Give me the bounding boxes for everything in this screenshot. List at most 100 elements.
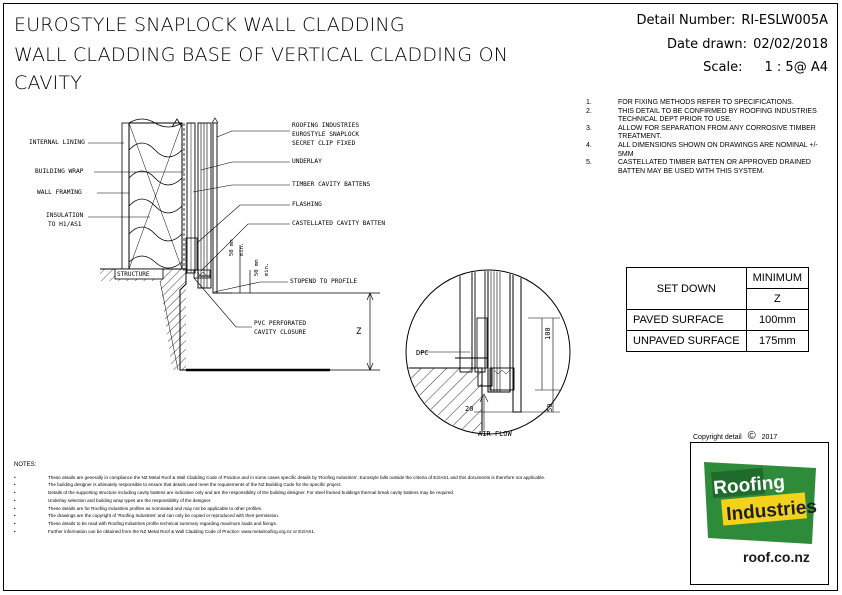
label-cladding: ROOFING INDUSTRIES EUROSTYLE SNAPLOCK SE… [292,121,359,148]
dimension-lines [213,245,380,371]
general-note-item: • Details of the supporting structure inc… [14,489,584,497]
general-note-text: These details are for Roofing Industries… [48,505,263,511]
general-note-text: These details to be read with Roofing In… [48,520,278,526]
note-number: 2. [586,107,592,115]
bullet-icon: • [14,490,16,496]
logo-website: roof.co.nz [743,549,810,565]
date-drawn: Date drawn: 02/02/2018 [667,37,828,52]
label-dim-50: 50 [546,403,554,412]
date-drawn-label: Date drawn: [667,37,748,52]
drawing-sheet [3,3,838,591]
dim-min-text: min. [239,242,245,256]
label-airflow: AIR FLOW [478,430,512,438]
label-dim-z: Z [356,327,362,337]
detail-number-label: Detail Number: [636,13,736,28]
bullet-icon: • [14,482,16,488]
detail-number-value: RI-ESLW005A [741,13,828,28]
scale-label: Scale: [703,60,743,75]
label-timber-battens: TIMBER CAVITY BATTENS [292,181,371,188]
numbered-notes: 1. For fixing methods refer to specificat… [586,99,826,176]
general-note-text: Details of the supporting structure incl… [48,490,455,496]
title-line-3: CAVITY [14,72,83,94]
bullet-icon: • [14,513,16,519]
detail-number: Detail Number: RI-ESLW005A [637,13,828,28]
general-note-item: • The drawings are the copyright of 'Roof… [14,512,584,520]
label-dim-100: 100 [544,327,552,340]
label-dim-min-a: 50 mm [229,239,235,256]
general-note-item: • These details to be read with Roofing I… [14,520,584,528]
dim-min-text: 50 mm [254,259,260,276]
note-item: 1. For fixing methods refer to specificat… [586,99,826,108]
note-item: 3. Allow for separation from any corrosiv… [586,125,826,142]
label-cladding-line: EUROSTYLE SNAPLOCK [292,131,360,138]
note-number: 3. [586,124,592,132]
scale: Scale: 1 : 5@ A4 [703,60,828,75]
label-building-wrap: BUILDING WRAP [35,168,84,175]
label-internal-lining: INTERNAL LINING [29,139,85,146]
note-number: 4. [586,141,592,149]
label-underlay: UNDERLAY [292,158,322,165]
dim-min-text: 50 mm [229,239,235,256]
cladding-assembly [185,117,219,294]
insulation-batts [128,118,183,269]
note-text: Allow for separation from any corrosive … [618,124,816,141]
label-flashing: FLASHING [292,201,322,208]
note-item: 2.This detail to be confirmed by Roofing… [586,108,826,125]
label-insulation: INSULATION [46,212,84,219]
general-note-text: Further information can be obtained from… [48,528,316,534]
setdown-table: SET DOWN MINIMUM Z PAVED SURFACE 100mm U… [626,267,810,352]
dim-min-text: min. [264,262,270,276]
label-dim-20: 20 [465,405,474,413]
bullet-icon: • [14,497,16,503]
label-castellated-batten: CASTELLATED CAVITY BATTEN [292,220,386,227]
setdown-row-label: PAVED SURFACE [626,309,747,331]
copyright-year: 2017 [761,434,778,441]
label-cladding-line: ROOFING INDUSTRIES [292,122,360,129]
note-number: 1. [586,99,592,106]
general-note-text: The drawings are the copyright of 'Roofi… [48,513,280,519]
copyright-text: Copyright detail [693,434,742,441]
general-note-item: •These details are generally in complian… [14,474,584,482]
scale-value: 1 : 5@ A4 [764,60,828,75]
general-note-text: Underlay selection and building wrap typ… [48,497,212,503]
label-dpc: DPC [416,349,429,357]
note-item: 4. All dimensions shown on drawings are n… [586,142,826,159]
logo-frame [690,442,829,585]
label-cladding-line: SECRET CLIP FIXED [292,140,356,147]
wall-framing [121,118,185,272]
general-note-item: • Further information can be obtained fro… [14,528,584,536]
label-insulation-standard: TO H1/AS1 [48,221,82,228]
structure-slab [100,268,330,372]
title-line-2: WALL CLADDING BASE OF VERTICAL CLADDING … [14,44,509,66]
bullet-icon: • [14,528,16,534]
setdown-row-label: UNPAVED SURFACE [626,330,747,352]
label-pvc-line: PVC PERFORATED [254,320,307,327]
bullet-icon: • [14,520,16,526]
label-dim-min-d: min. [264,263,270,276]
general-notes: NOTES: •These details are generally in c… [14,462,584,535]
note-text: All dimensions shown on drawings are nom… [618,141,818,158]
note-text: For fixing methods refer to specificatio… [618,99,794,106]
roofing-industries-logo: Roofing Industries [704,462,818,544]
setdown-row-value: 100mm [745,309,810,331]
label-pvc-line: CAVITY CLOSURE [254,329,307,336]
label-structure: STRUCTURE [117,271,150,278]
title-line-1: EUROSTYLE SNAPLOCK WALL CLADDING [14,14,405,36]
right-leaders [192,130,290,328]
copyright-icon: © [747,430,756,442]
general-note-item: • Underlay selection and building wrap ty… [14,497,584,505]
label-dim-min-c: 50 mm [254,259,260,276]
setdown-row-value: 175mm [745,330,810,352]
label-dim-min-b: min. [239,243,245,256]
general-notes-heading: NOTES: [14,462,37,468]
date-drawn-value: 02/02/2018 [753,37,828,52]
left-leaders [88,142,184,218]
bullet-icon: • [14,505,16,511]
note-number: 5. [586,159,592,167]
general-note-text: These details are generally in complianc… [48,474,546,480]
detail-circle [405,269,571,435]
label-stopend: STOPEND TO PROFILE [290,278,358,285]
copyright-line: Copyright detail © 2017 [693,430,777,442]
setdown-col-head: MINIMUM [745,267,810,289]
